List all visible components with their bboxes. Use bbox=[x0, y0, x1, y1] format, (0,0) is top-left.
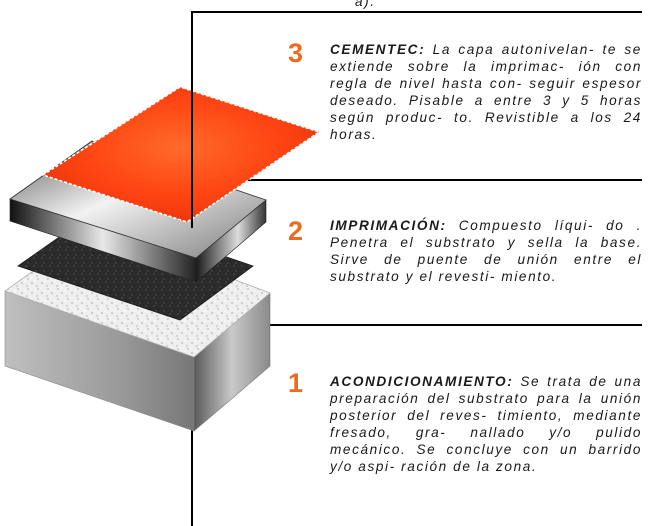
step-1-line: para la unión posterior del reves- bbox=[330, 390, 642, 423]
step-2-description: IMPRIMACIÓN: Compuesto líqui- do . Penet… bbox=[330, 218, 642, 286]
step-1-line: concluye con un barrido y/o aspi- bbox=[330, 441, 642, 474]
step-1-description: ACONDICIONAMIENTO: Se trata de una prepa… bbox=[330, 374, 642, 475]
step-1-number: 1 bbox=[288, 368, 304, 398]
step-1-title: ACONDICIONAMIENTO: bbox=[330, 374, 514, 389]
step-3-description: CEMENTEC: La capa autonivelan- te se ext… bbox=[330, 42, 642, 143]
step-3-number: 3 bbox=[288, 38, 304, 68]
step-3-line: to. Revistible a los 24 horas. bbox=[330, 109, 642, 142]
step-2-line: do . Penetra el substrato y sella bbox=[330, 218, 642, 250]
step-1-line: timiento, mediante fresado, gra- bbox=[330, 407, 642, 440]
step-1-line: ración de la zona. bbox=[401, 458, 538, 474]
step-1-line: nallado y/o pulido mecánico. Se bbox=[330, 424, 642, 457]
leader-line-2 bbox=[218, 176, 642, 181]
step-1-line: Se trata bbox=[520, 374, 583, 389]
step-2-title: IMPRIMACIÓN: bbox=[330, 218, 447, 233]
step-3-title: CEMENTEC: bbox=[330, 42, 426, 57]
step-2-line: la base. Sirve de puente de unión bbox=[330, 234, 642, 267]
step-2-line: miento. bbox=[501, 268, 558, 284]
step-3-line: seguir espesor deseado. Pisable bbox=[330, 75, 642, 108]
step-3-line: te se extiende sobre la imprimac- bbox=[330, 42, 642, 74]
step-3-line: a entre 3 y 5 horas según produc- bbox=[330, 92, 642, 125]
step-2-line: entre el substrato y el revesti- bbox=[330, 251, 642, 284]
step-1-line: de una preparación del substrato bbox=[330, 374, 642, 406]
step-3-line: La capa autonivelan- bbox=[432, 42, 595, 57]
top-text-fragment: a). bbox=[355, 0, 376, 9]
step-2-number: 2 bbox=[288, 216, 304, 246]
cementec-layer bbox=[41, 86, 321, 223]
step-3-line: ión con regla de nivel hasta con- bbox=[330, 58, 642, 91]
step-2-line: Compuesto líqui- bbox=[458, 218, 594, 233]
